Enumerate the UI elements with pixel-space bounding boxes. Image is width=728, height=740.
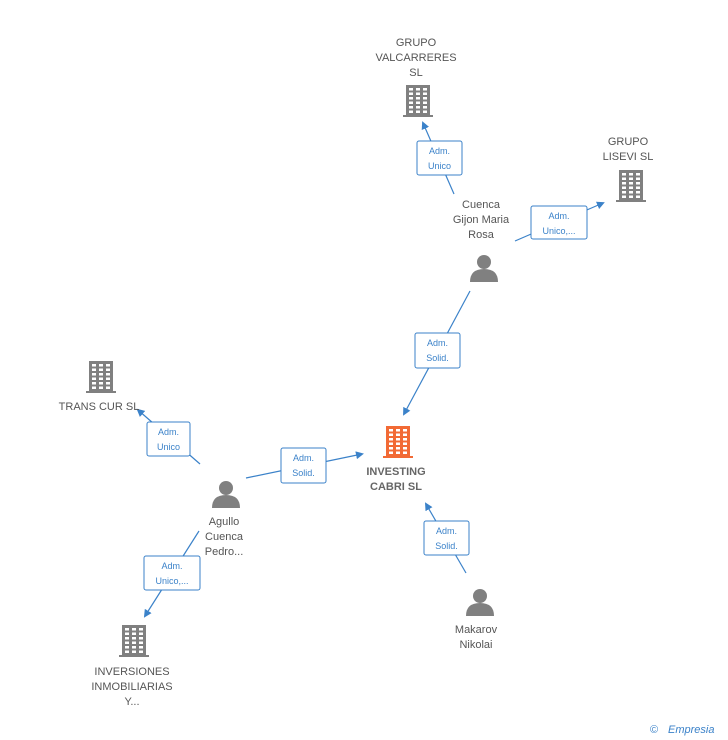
edge-label-text: Unico,... — [542, 226, 575, 236]
edge-label-box[interactable] — [146, 421, 191, 457]
node-label: Y... — [124, 696, 139, 708]
edge-label-text: Adm. — [436, 526, 457, 536]
edge-label-text: Unico,... — [155, 576, 188, 586]
edge-label-box[interactable] — [423, 520, 470, 556]
person-icon — [212, 481, 240, 508]
building-icon — [616, 170, 646, 202]
building-icon — [403, 85, 433, 117]
footer-brand[interactable]: © Empresia — [650, 724, 714, 736]
edge-e5[interactable]: Adm. Solid. — [245, 447, 364, 484]
edge-label-text: Adm. — [548, 211, 569, 221]
building-icon — [383, 426, 413, 458]
node-label: Rosa — [468, 229, 495, 241]
edge-label-text: Adm. — [429, 146, 450, 156]
node-label: VALCARRERES — [375, 52, 456, 64]
brand-logo: Empresia — [668, 724, 714, 736]
node-label: Cuenca — [205, 531, 244, 543]
edge-e4[interactable]: Adm. Unico — [136, 408, 201, 465]
edge-label-text: Adm. — [293, 453, 314, 463]
node-label: Nikolai — [459, 639, 492, 651]
node-label: INVESTING — [366, 466, 425, 478]
node-label: TRANS CUR SL — [59, 401, 140, 413]
node-agullo[interactable]: AgulloCuencaPedro... — [205, 481, 244, 558]
edge-e2[interactable]: Adm. Unico,... — [514, 201, 605, 242]
edge-label-box[interactable] — [416, 140, 463, 176]
node-trans-cur[interactable]: TRANS CUR SL — [59, 361, 140, 413]
edge-label-text: Solid. — [435, 541, 458, 551]
edge-label-text: Solid. — [426, 353, 449, 363]
edge-label-text: Adm. — [161, 561, 182, 571]
node-label: SL — [409, 67, 422, 79]
building-icon — [86, 361, 116, 393]
building-icon — [119, 625, 149, 657]
node-label: Pedro... — [205, 546, 244, 558]
edge-label-box[interactable] — [530, 205, 588, 240]
edge-e1[interactable]: Adm. Unico — [416, 121, 463, 195]
edge-label-text: Adm. — [158, 427, 179, 437]
edge-e6[interactable]: Adm. Solid. — [423, 502, 470, 574]
node-label: INVERSIONES — [94, 666, 169, 678]
node-inversiones[interactable]: INVERSIONES INMOBILIARIAS Y... — [91, 625, 173, 708]
edges-layer: Adm.UnicoAdm.Unico,...Adm.Solid.Adm.Unic… — [136, 121, 605, 618]
edge-label-text: Adm. — [427, 338, 448, 348]
person-icon — [470, 255, 498, 282]
node-label: LISEVI SL — [603, 151, 654, 163]
node-label: Makarov — [455, 624, 498, 636]
node-label: Gijon Maria — [453, 214, 510, 226]
node-label: GRUPO — [396, 37, 437, 49]
edge-label-box[interactable] — [414, 332, 461, 369]
node-investing-cabri[interactable]: INVESTING CABRI SL — [366, 426, 426, 493]
edge-label-text: Solid. — [292, 468, 315, 478]
node-label: Agullo — [209, 516, 240, 528]
node-label: CABRI SL — [370, 481, 422, 493]
edge-label-text: Unico — [428, 161, 451, 171]
edge-e3[interactable]: Adm. Solid. — [403, 290, 471, 416]
person-icon — [466, 589, 494, 616]
copyright-icon: © — [650, 724, 658, 736]
node-label: Cuenca — [462, 199, 501, 211]
node-grupo-valcarreres[interactable]: GRUPO VALCARRERES SL — [375, 37, 457, 117]
edge-label-box[interactable] — [143, 555, 201, 591]
node-grupo-lisevi[interactable]: GRUPO LISEVI SL — [603, 136, 654, 202]
edge-e7[interactable]: Adm. Unico,... — [143, 530, 201, 618]
edge-label-text: Unico — [157, 442, 180, 452]
edge-label-box[interactable] — [280, 447, 327, 484]
node-label: INMOBILIARIAS — [91, 681, 172, 693]
node-label: GRUPO — [608, 136, 649, 148]
